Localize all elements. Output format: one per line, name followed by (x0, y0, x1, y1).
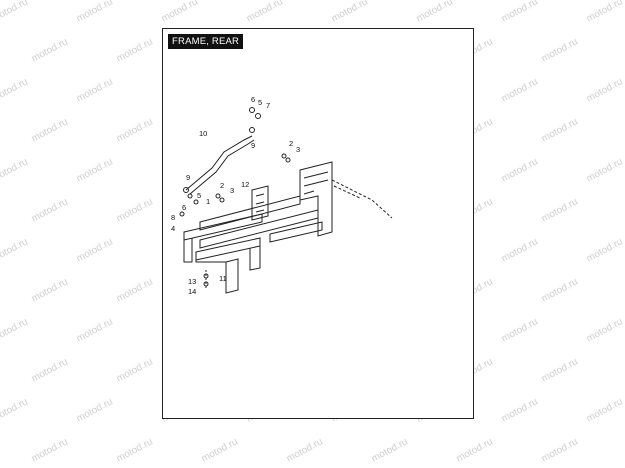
callout-5-lower: 5 (197, 191, 202, 200)
callout-4: 4 (171, 224, 176, 233)
callout-3-top: 3 (296, 145, 301, 154)
callout-11: 11 (219, 274, 227, 283)
bolt-9-lower (183, 187, 189, 193)
callout-13: 13 (188, 277, 197, 286)
callout-3-lower: 3 (230, 186, 235, 195)
callout-6-lower: 6 (182, 203, 187, 212)
support-leg (225, 258, 239, 294)
callout-8: 8 (171, 213, 176, 222)
hinge-bracket (251, 185, 269, 221)
left-upright (183, 232, 193, 263)
callout-12: 12 (241, 180, 250, 189)
callout-5-top: 5 (258, 98, 263, 107)
bolt-8 (179, 211, 185, 217)
nut-5 (255, 113, 261, 119)
washer-2-lower (215, 193, 221, 199)
diagram-title: FRAME, REAR (168, 34, 244, 49)
nut-3 (285, 157, 291, 163)
callout-9-top: 9 (251, 141, 256, 150)
upper-rail (199, 195, 301, 231)
callout-1: 1 (206, 197, 211, 206)
nut-3-lower (219, 197, 225, 203)
rear-mount-plate (299, 161, 333, 237)
washer-6 (249, 107, 255, 113)
handle-rod (185, 135, 253, 191)
lower-rail (199, 209, 319, 249)
callout-14: 14 (188, 287, 197, 296)
bolt-1 (193, 199, 199, 205)
callout-7: 7 (266, 101, 271, 110)
washer-2 (281, 153, 287, 159)
washer-5-lower (187, 193, 193, 199)
callout-2-top: 2 (289, 139, 294, 148)
callout-6-top: 6 (251, 95, 256, 104)
callout-9-lower: 9 (186, 173, 191, 182)
callout-2-lower: 2 (220, 181, 225, 190)
bolt-9-top (249, 127, 255, 133)
callout-10: 10 (199, 129, 208, 138)
